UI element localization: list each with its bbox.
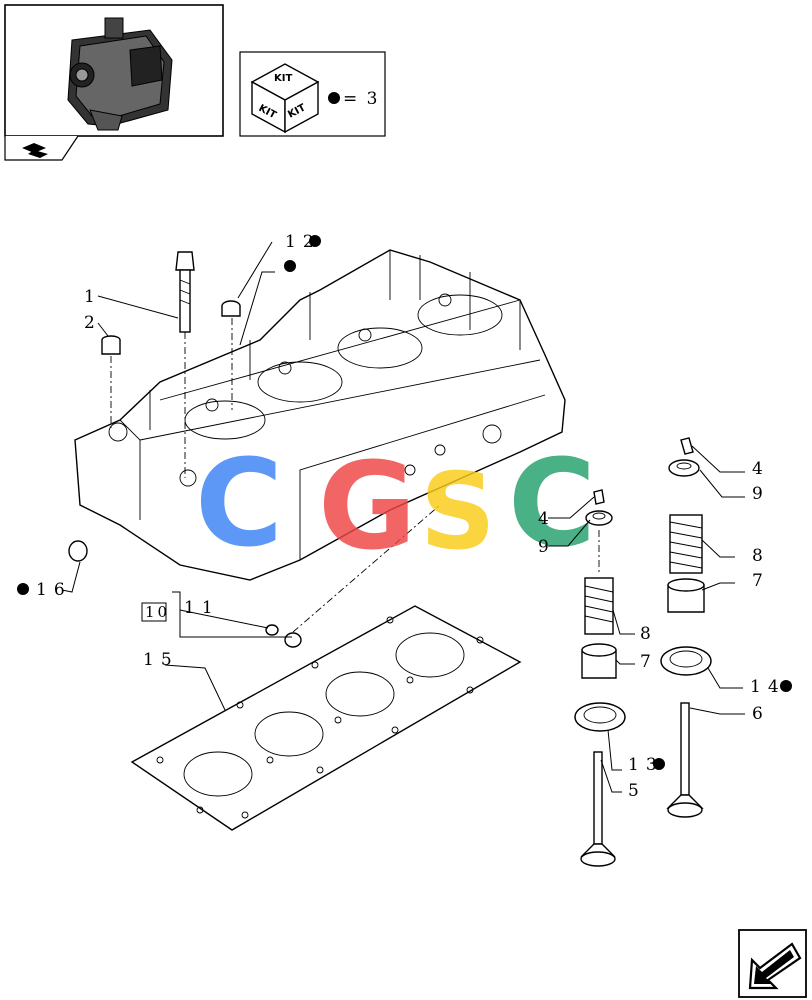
- callout-7b[interactable]: 7: [752, 571, 770, 591]
- callouts: 1 2 12 16 10 11 15 4 9 4 9 8 7 8 7 14 6 …: [17, 232, 792, 801]
- kit-bullet-icon: [17, 583, 29, 595]
- head-gasket: [130, 605, 522, 831]
- intake-valve-5: [580, 751, 616, 867]
- kit-bullet-icon: [309, 235, 321, 247]
- callout-12[interactable]: 12: [285, 232, 321, 252]
- callout-4a[interactable]: 4: [538, 509, 556, 529]
- bullet-icon: [328, 92, 340, 104]
- kit-cube-icon: KIT KIT KIT: [250, 63, 320, 134]
- callout-2[interactable]: 2: [84, 313, 102, 333]
- spring-retainer-left: [585, 510, 613, 526]
- callout-7a[interactable]: 7: [640, 652, 658, 672]
- seal-plug: [221, 300, 241, 317]
- exhaust-valve-6: [666, 702, 704, 818]
- callout-13[interactable]: 13: [628, 755, 664, 775]
- callout-8a[interactable]: 8: [640, 624, 658, 644]
- core-plug-16: [68, 540, 88, 562]
- valve-seal-right: [667, 578, 705, 613]
- watermark-letter-3: S: [420, 451, 496, 573]
- cylinder-head: [74, 249, 566, 581]
- cap-plug: [101, 335, 121, 355]
- valve-seat-13: [574, 702, 626, 732]
- callout-6[interactable]: 6: [752, 704, 770, 724]
- callout-16[interactable]: 16: [36, 580, 72, 600]
- valve-seal-left: [581, 643, 617, 679]
- kit-legend: KIT KIT KIT = 3: [239, 51, 386, 137]
- callout-8b[interactable]: 8: [752, 546, 770, 566]
- plug-axis-line-2: [292, 504, 441, 633]
- valve-keeper-right: [680, 437, 694, 455]
- callout-5[interactable]: 5: [628, 781, 646, 801]
- callout-14[interactable]: 14: [750, 677, 786, 697]
- valve-keeper-left: [593, 489, 605, 505]
- kit-bullet-icon: [284, 260, 296, 272]
- engine-icon: [67, 17, 173, 131]
- engine-thumbnail[interactable]: [4, 4, 224, 161]
- arrow-down-left-icon: [748, 942, 802, 990]
- valve-spring-left: [584, 577, 614, 635]
- valve-seat-14: [660, 646, 712, 676]
- callout-1[interactable]: 1: [84, 287, 102, 307]
- spring-retainer-right: [668, 459, 700, 477]
- kit-equals-text: = 3: [343, 89, 379, 109]
- kit-bullet-icon: [780, 680, 792, 692]
- watermark-letter-1: C: [195, 435, 283, 574]
- head-bolt: [175, 251, 195, 333]
- watermark: C G S C: [195, 435, 596, 577]
- watermark-letter-4: C: [508, 435, 596, 574]
- valve-spring-right: [669, 514, 703, 574]
- watermark-letter-2: G: [318, 438, 417, 577]
- callout-9b[interactable]: 9: [752, 484, 770, 504]
- callout-15[interactable]: 15: [143, 650, 179, 670]
- callout-11[interactable]: 11: [184, 598, 220, 618]
- next-page-button[interactable]: [738, 929, 807, 998]
- book-icon: [22, 143, 48, 158]
- callout-9a[interactable]: 9: [538, 537, 556, 557]
- kit-label-top: KIT: [274, 73, 292, 84]
- kit-bullet-icon: [653, 758, 665, 770]
- callout-4b[interactable]: 4: [752, 459, 770, 479]
- leader-lines: [61, 241, 745, 793]
- small-plugs: [265, 624, 302, 648]
- callout-10[interactable]: 10: [145, 603, 170, 621]
